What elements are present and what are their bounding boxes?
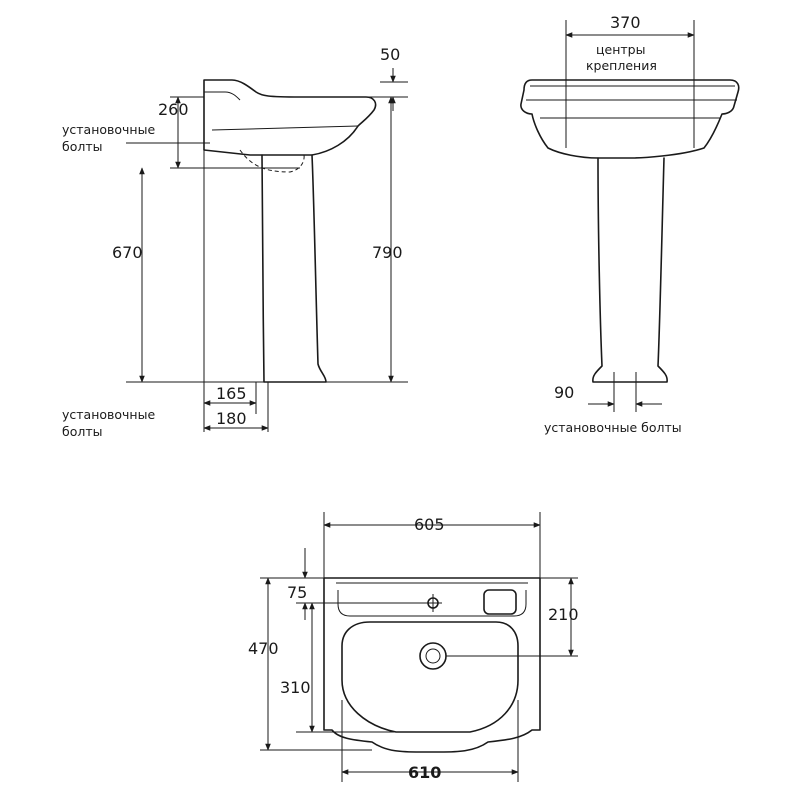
- side-dim-180: 180: [216, 409, 247, 428]
- side-label-bolts-upper-1: установочные: [62, 122, 155, 137]
- front-dim-90: 90: [554, 383, 574, 402]
- side-basin-outline: [203, 79, 377, 156]
- front-dim-370: 370: [610, 13, 641, 32]
- side-dim-260: 260: [158, 100, 189, 119]
- top-basin-outline: [323, 577, 541, 753]
- overflow-outlet: [483, 589, 517, 615]
- top-dim-75: 75: [287, 583, 307, 602]
- front-label-bolts: установочные болты: [544, 420, 682, 435]
- top-dim-610: 610: [408, 763, 441, 782]
- front-basin-outline: [520, 79, 740, 159]
- side-view: 50 260 670 790 165 180 установочные болт…: [62, 45, 408, 439]
- side-dim-50: 50: [380, 45, 400, 64]
- drain: [419, 642, 447, 670]
- front-label-centers-2: крепления: [586, 58, 657, 73]
- top-basin-bowl: [341, 621, 519, 733]
- side-label-bolts-upper-2: болты: [62, 139, 103, 154]
- top-dim-470: 470: [248, 639, 279, 658]
- side-dim-790: 790: [372, 243, 403, 262]
- side-dim-165: 165: [216, 384, 247, 403]
- front-view: 370 центры крепления 90 установочные бол…: [520, 13, 740, 435]
- front-label-centers-1: центры: [596, 42, 645, 57]
- side-label-bolts-lower-2: болты: [62, 424, 103, 439]
- side-label-bolts-lower-1: установочные: [62, 407, 155, 422]
- side-dim-670: 670: [112, 243, 143, 262]
- top-dim-310: 310: [280, 678, 311, 697]
- top-dim-210: 210: [548, 605, 579, 624]
- front-pedestal: [592, 157, 668, 383]
- top-dim-605: 605: [414, 515, 445, 534]
- top-view: 605 610 470 75 310 210: [248, 512, 579, 782]
- side-pedestal: [261, 154, 327, 383]
